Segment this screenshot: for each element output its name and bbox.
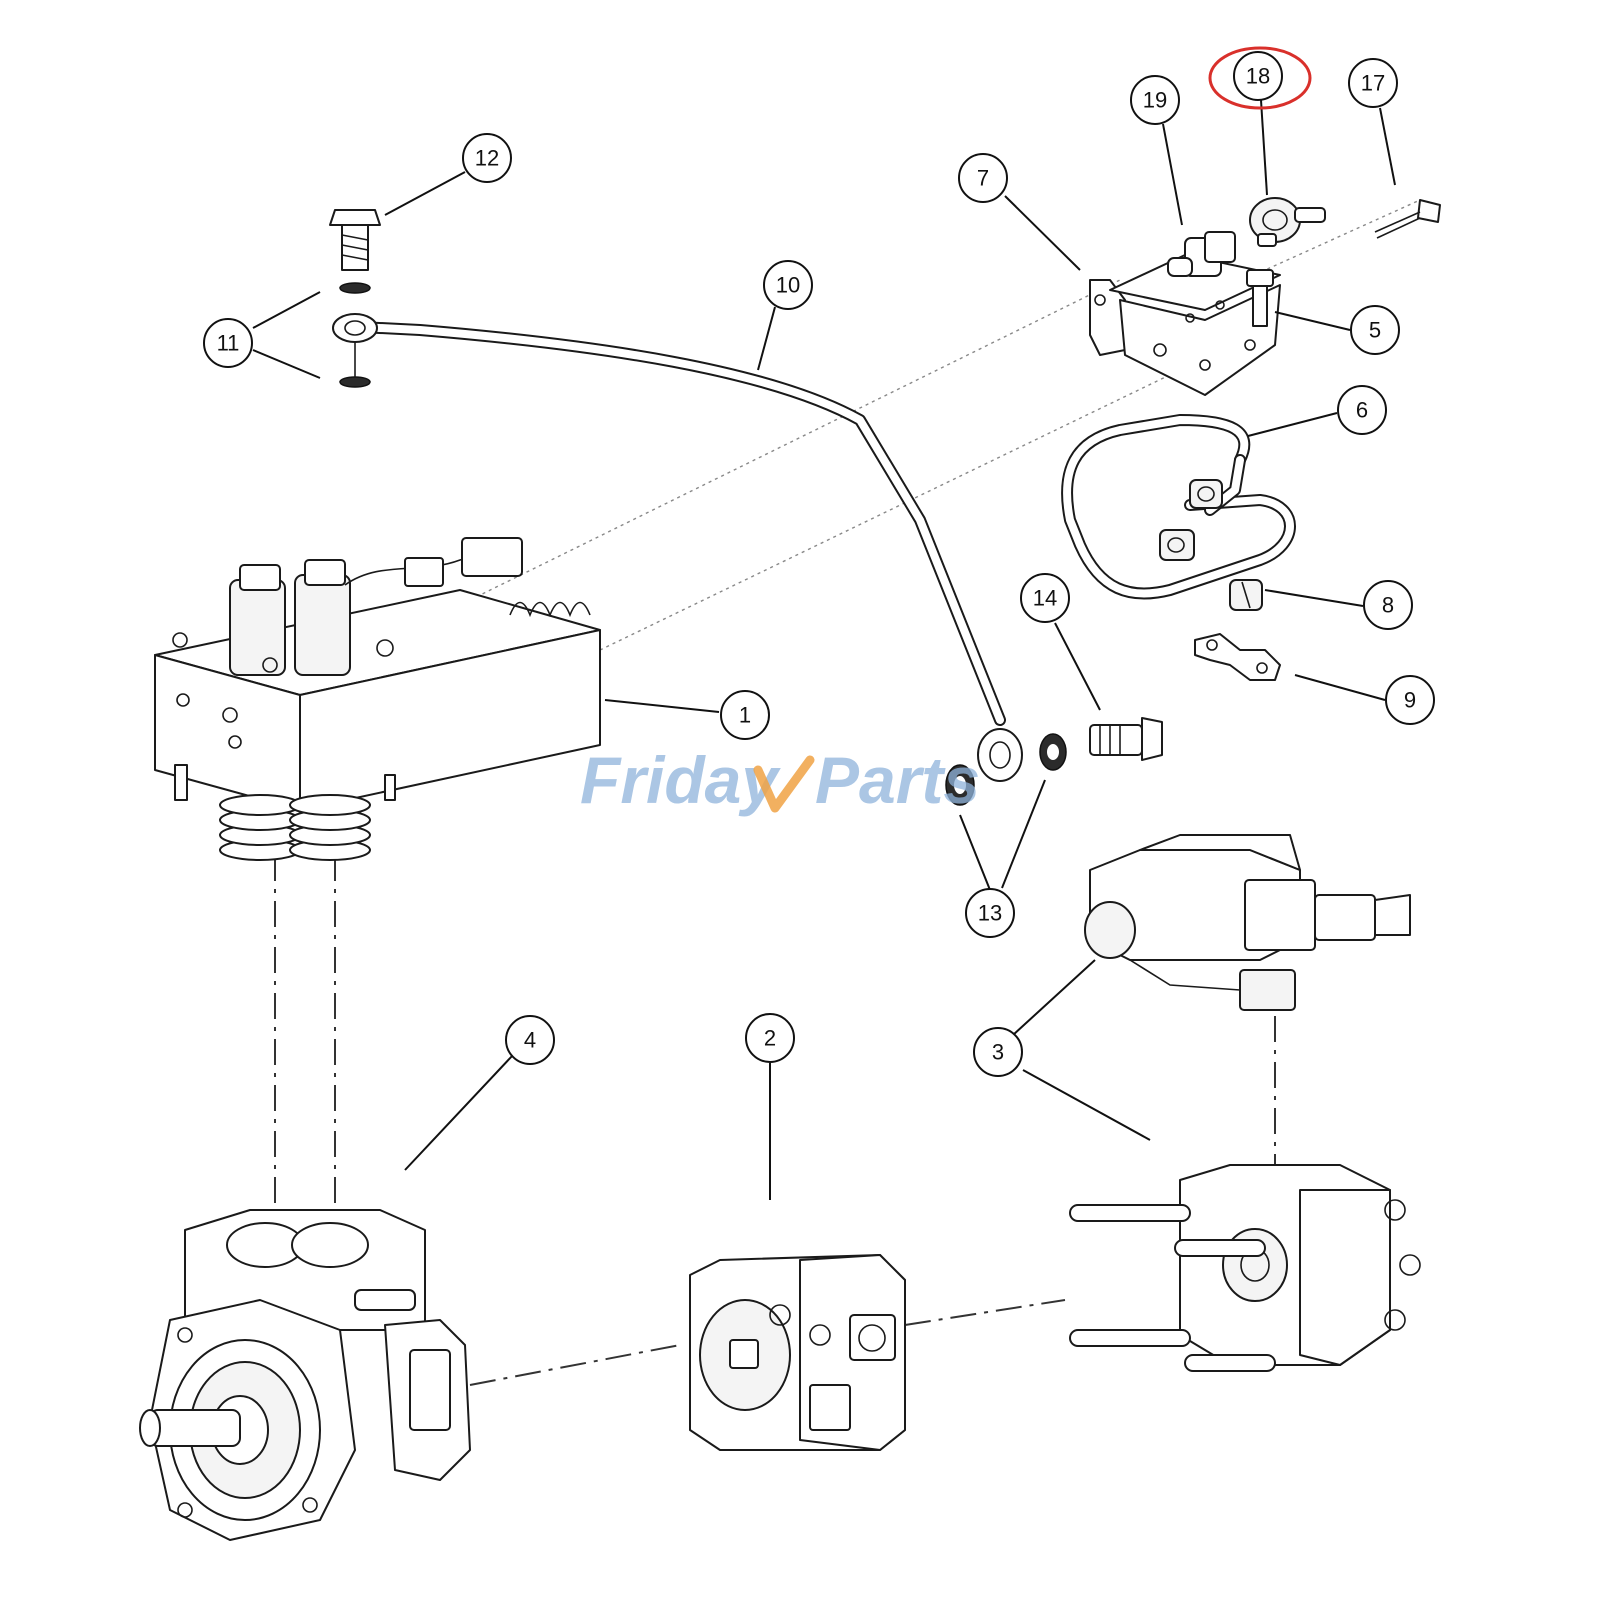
callout-11[interactable]: 11 — [203, 318, 253, 368]
part-3-valve-upper — [1084, 834, 1411, 1011]
callout-6[interactable]: 6 — [1337, 385, 1387, 435]
callout-9[interactable]: 9 — [1385, 675, 1435, 725]
callout-17-label: 17 — [1361, 71, 1385, 96]
part-10-tube — [332, 313, 1023, 782]
part-1-manifold-block — [154, 537, 601, 861]
part-8-grommet — [1229, 579, 1263, 611]
part-11-washers — [339, 282, 371, 388]
leader-lines — [252, 99, 1396, 1200]
watermark-text-right: Parts — [815, 743, 980, 817]
callout-10-label: 10 — [776, 273, 800, 298]
callout-18[interactable]: 18 — [1208, 46, 1312, 110]
callout-13[interactable]: 13 — [965, 888, 1015, 938]
callout-19-label: 19 — [1143, 88, 1167, 113]
part-19-fitting — [1167, 231, 1236, 277]
watermark-check-icon — [753, 755, 815, 813]
callout-14[interactable]: 14 — [1020, 573, 1070, 623]
callout-5[interactable]: 5 — [1350, 305, 1400, 355]
part-2-center-pump — [689, 1254, 906, 1451]
highlight-ring — [1208, 46, 1312, 110]
callout-4[interactable]: 4 — [505, 1015, 555, 1065]
callout-17[interactable]: 17 — [1348, 58, 1398, 108]
callout-1-label: 1 — [739, 703, 751, 728]
callout-13-label: 13 — [978, 901, 1002, 926]
callout-10[interactable]: 10 — [763, 260, 813, 310]
callout-8[interactable]: 8 — [1363, 580, 1413, 630]
callout-9-label: 9 — [1404, 688, 1416, 713]
part-6-loop-tube — [1061, 414, 1296, 600]
watermark: Friday Parts — [580, 743, 980, 817]
callout-5-label: 5 — [1369, 318, 1381, 343]
callout-7-label: 7 — [977, 166, 989, 191]
part-4-pump-housing — [139, 1209, 471, 1541]
callout-14-label: 14 — [1033, 586, 1057, 611]
callout-11-label: 11 — [217, 331, 240, 356]
part-7-bracket — [1089, 254, 1281, 396]
callout-12[interactable]: 12 — [462, 133, 512, 183]
part-17-screw — [1374, 199, 1441, 239]
callout-3[interactable]: 3 — [973, 1027, 1023, 1077]
part-5-bolt — [1246, 269, 1274, 327]
callout-8-label: 8 — [1382, 593, 1394, 618]
callout-1[interactable]: 1 — [720, 690, 770, 740]
callout-2-label: 2 — [764, 1026, 776, 1051]
callout-12-label: 12 — [475, 146, 499, 171]
watermark-text-left: Friday — [580, 743, 781, 817]
callout-4-label: 4 — [524, 1028, 536, 1053]
part-12-banjo-bolt — [329, 209, 381, 271]
callout-19[interactable]: 19 — [1130, 75, 1180, 125]
part-18-sensor — [1249, 197, 1326, 247]
alignment-lines — [274, 199, 1421, 1386]
callout-6-label: 6 — [1356, 398, 1368, 423]
part-9-clamp — [1194, 633, 1281, 681]
callout-7[interactable]: 7 — [958, 153, 1008, 203]
part-3-pump-body — [1069, 1164, 1421, 1372]
part-13-washers — [945, 733, 1067, 806]
part-14-bolt — [1089, 717, 1163, 761]
callout-3-label: 3 — [992, 1040, 1004, 1065]
callout-18-label: 18 — [1246, 64, 1270, 89]
callout-2[interactable]: 2 — [745, 1013, 795, 1063]
